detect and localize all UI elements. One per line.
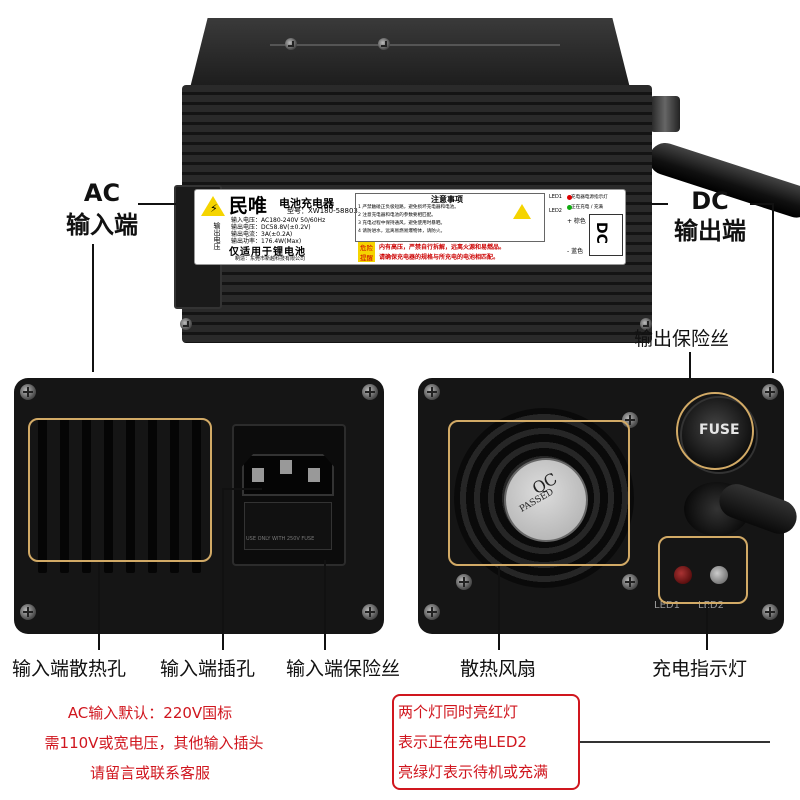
input-fuse-label: 输入端保险丝: [286, 658, 401, 680]
label-spec-0: 输入电压：AC180-240V 50/60Hz: [231, 217, 326, 224]
input-vents-label: 输入端散热孔: [12, 658, 127, 680]
body-screw-br: [640, 318, 652, 330]
charge-indicator-label: 充电指示灯: [652, 658, 748, 680]
notice-line-2: 3 充电过程中保持通风，避免使用时暴晒。: [358, 221, 446, 226]
dc-leader-h1: [640, 203, 668, 205]
label-model: 型号：XW180-58803: [287, 207, 358, 215]
charger-photo-top: ⚡ 输出电压 民唯 电池充电器 型号：XW180-58803 输入电压：AC18…: [0, 0, 800, 370]
notice-line-3: 4 请防进水，远离易燃易爆物体，请防火。: [358, 229, 446, 234]
fan-highlight: [448, 420, 630, 566]
led1-light: [674, 566, 692, 584]
dc-leader-v: [772, 203, 774, 373]
ac-leader-h: [138, 203, 176, 205]
dc-minus-legend: - 蓝色: [567, 248, 584, 255]
vents-leader: [98, 562, 100, 650]
led-note-line-1: 两个灯同时亮红灯: [398, 703, 519, 721]
ac-note-line-1: AC输入默认：220V国标: [67, 704, 233, 722]
dc-mark: DC: [593, 222, 609, 244]
ac-end-panel: USE ONLY WITH 250V FUSE: [14, 378, 384, 634]
socket-fuse-text: USE ONLY WITH 250V FUSE: [246, 536, 315, 542]
label-side-text: 输出电压: [213, 222, 221, 250]
led-leader: [706, 604, 708, 650]
danger-tag: 危险: [358, 242, 375, 252]
fan-hub: [504, 458, 588, 542]
ac-note-line-2: 需110V或宽电压，其他输入插头: [44, 734, 264, 752]
dc-label-bottom: 输出端: [674, 217, 746, 245]
label-title: 电池充电器: [279, 197, 334, 210]
led-note-connector: [580, 741, 770, 743]
dc-plus-legend: + 棕色: [567, 218, 586, 225]
socket-leader-v: [222, 488, 224, 650]
label-only-for: 仅适用于锂电池: [229, 247, 306, 258]
led1-text: LED1: [654, 600, 680, 611]
led1-legend: 充电器电源指示灯: [571, 195, 608, 200]
notice-warning-icon: [513, 204, 531, 219]
cooling-fan-label: 散热风扇: [460, 658, 537, 680]
notice-line-0: 1 严禁触碰正负极短路，避免损坏充电器和电池。: [358, 205, 459, 210]
body-screw-bl: [180, 318, 192, 330]
ac-label-top: AC: [83, 179, 121, 207]
top-screw-right: [378, 38, 390, 50]
output-fuse-label: 输出保险丝: [634, 328, 730, 350]
charger-top-face: [190, 18, 630, 88]
led2-text: LED2: [698, 600, 724, 611]
label-spec-1: 输出电压：DC58.8V(±0.2V): [231, 224, 311, 231]
product-label: ⚡ 输出电压 民唯 电池充电器 型号：XW180-58803 输入电压：AC18…: [194, 189, 626, 265]
label-brand: 民唯: [229, 195, 268, 217]
led-highlight: [658, 536, 748, 604]
fuse-drawer: [244, 502, 332, 550]
led-note-line-3: 亮绿灯表示待机或充满: [398, 763, 549, 781]
label-maker: 制造：东莞市新越科技有限公司: [235, 256, 306, 262]
led-note-line-2: 表示正在充电LED2: [398, 733, 527, 751]
fan-leader: [498, 566, 500, 650]
socket-leader-h: [222, 488, 262, 490]
top-screw-left: [285, 38, 297, 50]
hint-tag: 提醒: [358, 252, 375, 262]
ac-note-line-3: 请留言或联系客服: [89, 764, 210, 782]
cable-gland: [650, 96, 680, 132]
dc-label-top: DC: [691, 187, 729, 215]
input-fuse-leader: [324, 560, 326, 650]
input-socket-label: 输入端插孔: [160, 658, 256, 680]
ac-label-bottom: 输入端: [66, 211, 138, 239]
fuse-highlight: [676, 392, 754, 470]
hint-text: 请确保充电器的规格与所充电的电池相匹配。: [379, 254, 500, 261]
led2-light: [710, 566, 728, 584]
led-note-box: [392, 694, 580, 790]
output-fuse-leader-v: [689, 352, 691, 396]
notice-title: 注意事项: [431, 195, 463, 204]
warning-triangle-icon: [201, 196, 225, 216]
dc-leader-h2: [750, 203, 774, 205]
vents-highlight: [28, 418, 212, 562]
label-spec-3: 输出功率：176.4W(Max): [231, 238, 302, 245]
led2-legend: 正在充电 / 充满: [571, 205, 604, 210]
ac-leader-v: [92, 244, 94, 372]
label-spec-2: 输出电流：3A(±0.2A): [231, 231, 293, 238]
danger-text: 内有高压，严禁自行拆解，远离火源和易燃品。: [379, 244, 506, 251]
notice-line-1: 2 注意充电器和电池的参数要相匹配。: [358, 213, 436, 218]
